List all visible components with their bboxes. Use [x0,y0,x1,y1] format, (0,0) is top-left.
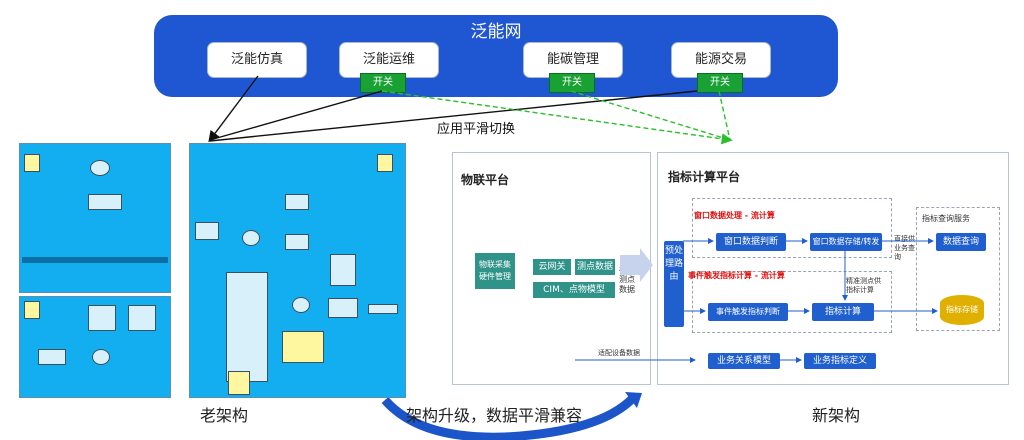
preprocess-router: 预处理路由 [664,241,684,327]
node [328,298,358,318]
doc-icon [377,154,393,172]
data-query-box: 数据查询 [936,233,986,251]
app-operations[interactable]: 泛能运维 [339,42,439,78]
iot-collect-box: 物联采集 硬件管理 [475,253,515,289]
node [330,254,356,286]
cim-box: CIM、点物模型 [533,282,615,298]
biz-metric-box: 业务指标定义 [804,353,876,369]
connector [22,257,168,263]
metric-calc-box: 指标计算 [812,303,874,321]
node [88,194,122,210]
old-panel-top-left [19,143,171,293]
metric-storage: 指标存储 [940,295,984,325]
transition-label: 应用平滑切换 [437,122,516,137]
old-panel-main [189,143,406,398]
kafka-topics [226,272,268,382]
node [368,304,398,314]
event-section [692,271,892,333]
switch-operations[interactable]: 开关 [360,73,406,93]
point-data-box: 测点数据 [575,259,615,275]
doc-icon [24,301,40,319]
window-section [692,198,892,258]
cloud-gateway-box: 云网关 [533,259,571,275]
node [38,349,66,365]
window-store-box: 窗口数据存储/转发 [810,233,882,251]
note [228,371,250,395]
caption-old: 老架构 [200,406,249,425]
event-section-label: 事件触发指标计算 - 流计算 [688,271,785,280]
window-judge-box: 窗口数据判断 [716,233,786,251]
biz-model-box: 业务关系模型 [708,353,780,369]
app-trading[interactable]: 能源交易 [671,42,771,78]
caption-new: 新架构 [812,406,861,425]
iot-title: 物联平台 [461,173,510,187]
event-judge-box: 事件触发指标判断 [708,303,788,321]
adapt-device-label: 适配设备数据 [598,349,640,357]
node [195,222,219,240]
metric-platform-frame: 指标计算平台 预处理路由 窗口数据处理 - 流计算 窗口数据判断 窗口数据存储/… [657,152,1009,385]
query-service-label: 指标查询服务 [922,214,970,223]
doc-icon [24,154,40,172]
node [90,160,110,176]
platform-title: 泛能网 [470,22,522,42]
node [128,305,156,331]
query-service-section [916,207,1000,331]
node [92,349,110,365]
node [242,230,260,246]
node [285,194,309,210]
node [292,297,310,313]
window-section-label: 窗口数据处理 - 流计算 [694,211,775,220]
fine-points-label: 精准测点供指标计算 [846,277,881,294]
node [285,234,309,250]
app-carbon[interactable]: 能碳管理 [523,42,623,78]
old-panel-bottom-left [19,296,171,398]
caption-upgrade: 架构升级，数据平滑兼容 [406,406,583,425]
switch-carbon[interactable]: 开关 [549,73,595,93]
direct-query-label: 直接供业务查询 [894,235,915,261]
note [282,331,324,363]
metric-title: 指标计算平台 [668,170,741,184]
iot-platform-frame: 物联平台 物联采集 硬件管理 云网关 测点数据 CIM、点物模型 标准测点数据 … [452,152,651,385]
node [88,305,116,331]
